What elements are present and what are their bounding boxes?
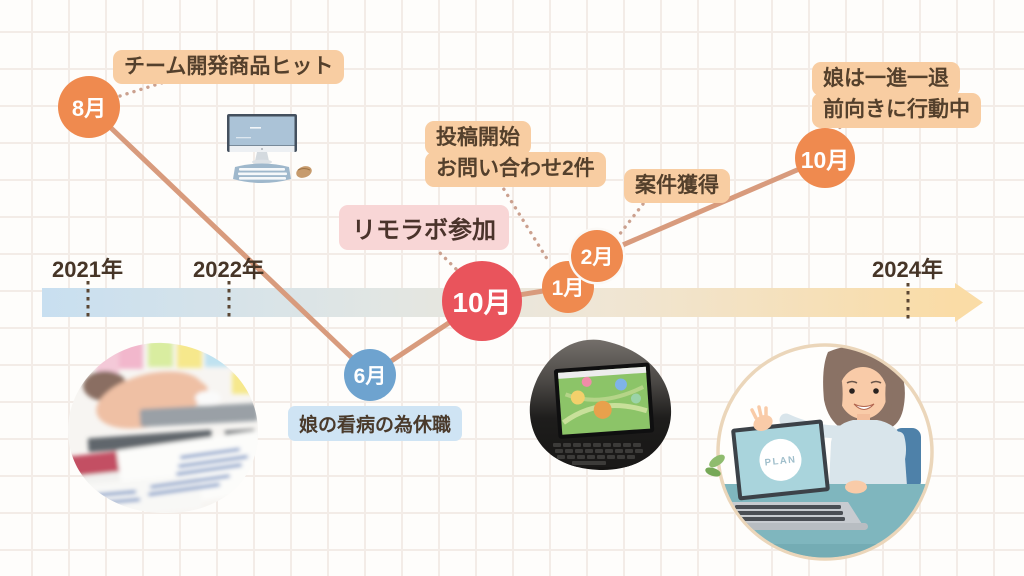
connector-daughter [835,114,851,133]
year-label-2022: 2022年 [193,257,264,282]
badge-remolab: リモラボ参加 [339,205,509,250]
badge-remolab-text: リモラボ参加 [339,205,509,250]
badge-leave: 娘の看病の為休職 [288,406,463,441]
tablet-keyboard [550,441,650,467]
raised-hand-fingers [750,405,768,420]
badge-daughter-line2: 前向きに行動中 [812,93,981,128]
milestone-oct-2023: 10月 [795,128,855,188]
badge-daughter-line1: 娘は一進一退 [812,62,960,97]
gesturing-hand [845,480,867,494]
connector-case-won [617,202,645,237]
year-label-2021: 2021年 [52,257,123,282]
journey-line [86,104,828,378]
connector-post-start [498,181,551,264]
badge-team-hit-text: チーム開発商品ヒット [113,50,345,85]
plan-laptop: PLAN [719,419,868,530]
milestone-oct-2022: 10月 [442,261,522,341]
imac-illustration [227,114,312,183]
badge-case-won: 案件獲得 [624,169,730,204]
raised-hand [753,414,773,432]
badge-daughter-status: 娘は一進一退 前向きに行動中 [812,62,981,128]
plan-text: PLAN [764,454,797,468]
timeline-arrowhead [955,283,983,322]
badge-case-won-text: 案件獲得 [624,169,730,204]
badge-post-start-line2: お問い合わせ2件 [425,152,606,187]
badge-leave-text: 娘の看病の為休職 [288,406,463,441]
milestone-aug-2021: 8月 [58,76,120,138]
year-ticks [86,281,910,320]
connector-team-hit [118,77,176,98]
desk-photo [68,342,258,513]
consultant-illustration: PLAN [705,343,934,561]
tablet-photo [529,339,672,470]
leaf-decoration [705,454,725,477]
year-label-2024: 2024年 [872,257,943,282]
badge-team-hit: チーム開発商品ヒット [113,50,345,85]
woman [779,346,907,493]
milestone-feb-2023: 2月 [571,230,623,282]
milestone-jun-2022: 6月 [344,349,396,401]
badge-post-start: 投稿開始 お問い合わせ2件 [425,121,606,187]
badge-post-start-line1: 投稿開始 [425,121,531,156]
